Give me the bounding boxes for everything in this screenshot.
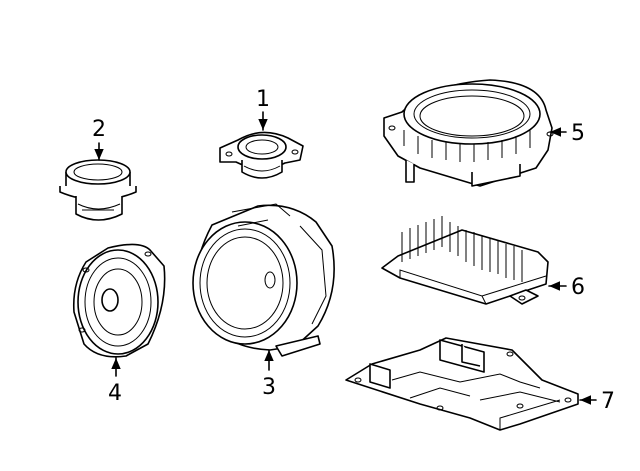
callout-leaders [94,111,597,405]
callout-5: 5 [571,121,585,146]
callout-2: 2 [92,117,106,142]
callout-4: 4 [108,381,122,406]
callout-1: 1 [256,87,270,112]
part-7-bracket[interactable] [345,337,579,431]
callout-3: 3 [262,375,276,400]
callout-6: 6 [571,275,585,300]
part-1-tweeter[interactable] [219,131,304,179]
part-3-woofer[interactable] [192,203,335,357]
part-2-tweeter-cup[interactable] [59,159,137,221]
part-6-amplifier[interactable] [381,216,549,305]
part-5-subwoofer[interactable] [383,79,554,187]
part-4-speaker[interactable] [72,243,166,358]
callout-7: 7 [601,389,615,414]
